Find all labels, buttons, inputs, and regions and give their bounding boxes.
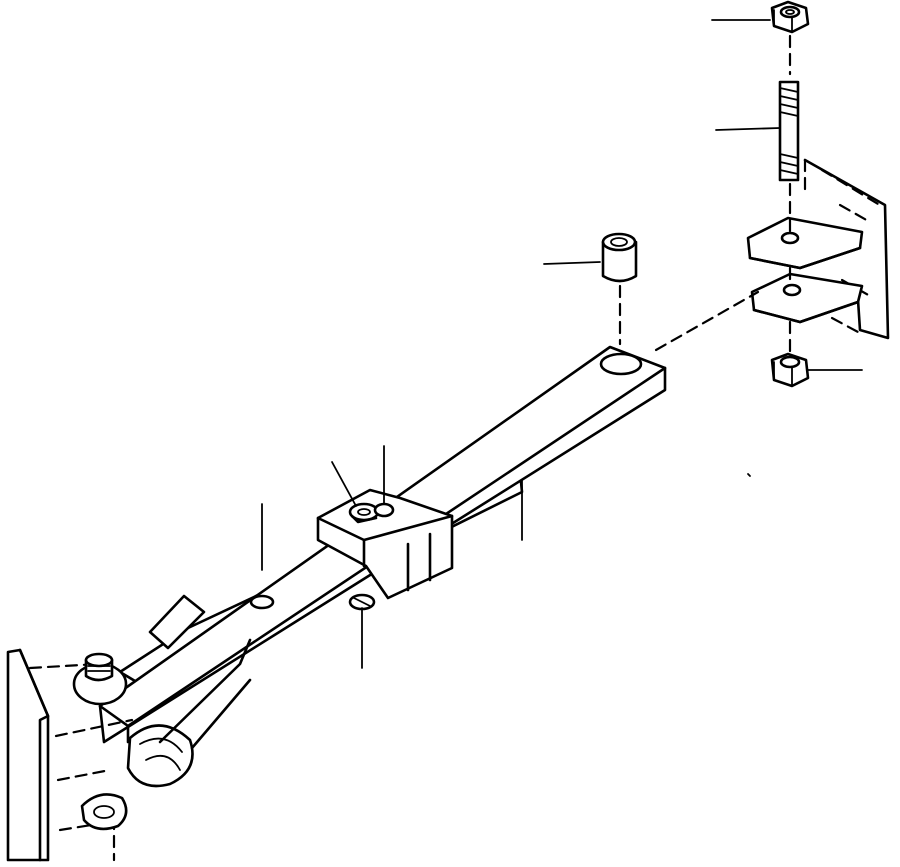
link-axis-centerline <box>654 290 760 352</box>
leader-lines <box>261 19 863 669</box>
threaded-stud <box>778 80 800 182</box>
lower-bolt <box>348 593 376 611</box>
top-nut <box>770 0 810 34</box>
bottom-nut <box>770 352 810 388</box>
leader-bushing <box>543 261 601 265</box>
upper-bracket-plate <box>746 216 864 270</box>
leader-threaded-stud <box>715 127 781 131</box>
mounting-frame <box>6 648 134 862</box>
pivot-bolt <box>72 652 128 706</box>
pivot-clevis <box>80 594 252 831</box>
wing-bolt <box>348 502 395 524</box>
leader-wing-bolt <box>331 461 357 507</box>
bushing <box>601 232 638 283</box>
stray-mark <box>747 473 751 477</box>
